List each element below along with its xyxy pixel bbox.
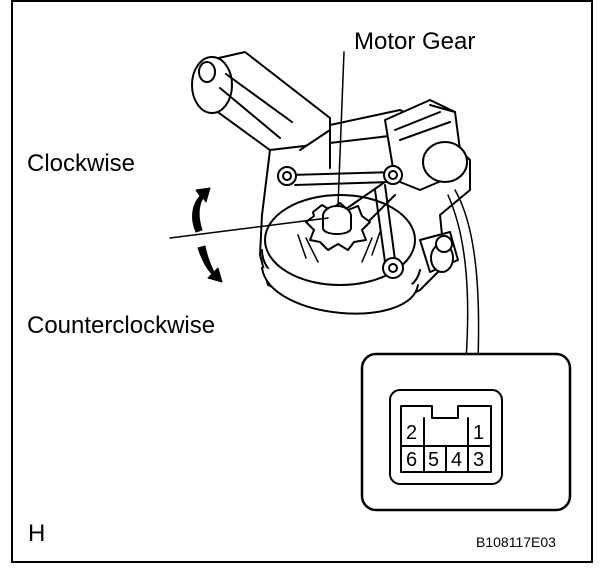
gear-pointer-leader: [169, 217, 329, 239]
terminal-3-label: 3: [473, 449, 485, 471]
view-letter-label: H: [28, 520, 46, 547]
clockwise-label: Clockwise: [27, 150, 136, 177]
connector-housing-icon: [384, 99, 468, 191]
connector-leader-outer: [454, 189, 480, 361]
terminal-5-label: 5: [428, 449, 440, 471]
mounting-bracket-icon: [289, 171, 396, 263]
terminal-1-label: 1: [473, 422, 485, 444]
connector-leader-inner: [447, 194, 469, 361]
motor-gear-leader: [337, 51, 345, 207]
figure-code-label: B108117E03: [476, 534, 556, 550]
clockwise-arrow-icon: [192, 187, 211, 233]
mounting-bolt-icon: [277, 165, 404, 279]
counterclockwise-label: Counterclockwise: [27, 312, 216, 339]
terminal-4-label: 4: [451, 449, 463, 471]
motor-gear-icon: [297, 202, 381, 263]
leader-lines: [169, 51, 480, 361]
connector-callout-box: [360, 352, 572, 512]
motor-body-icon: [191, 51, 331, 173]
drain-pipe-icon: [419, 231, 459, 273]
terminal-2-label: 2: [406, 422, 418, 444]
counterclockwise-arrow-icon: [197, 245, 223, 283]
terminal-6-label: 6: [406, 449, 418, 471]
motor-gear-label: Motor Gear: [354, 28, 476, 55]
rotation-arrow-icon: [192, 187, 223, 283]
